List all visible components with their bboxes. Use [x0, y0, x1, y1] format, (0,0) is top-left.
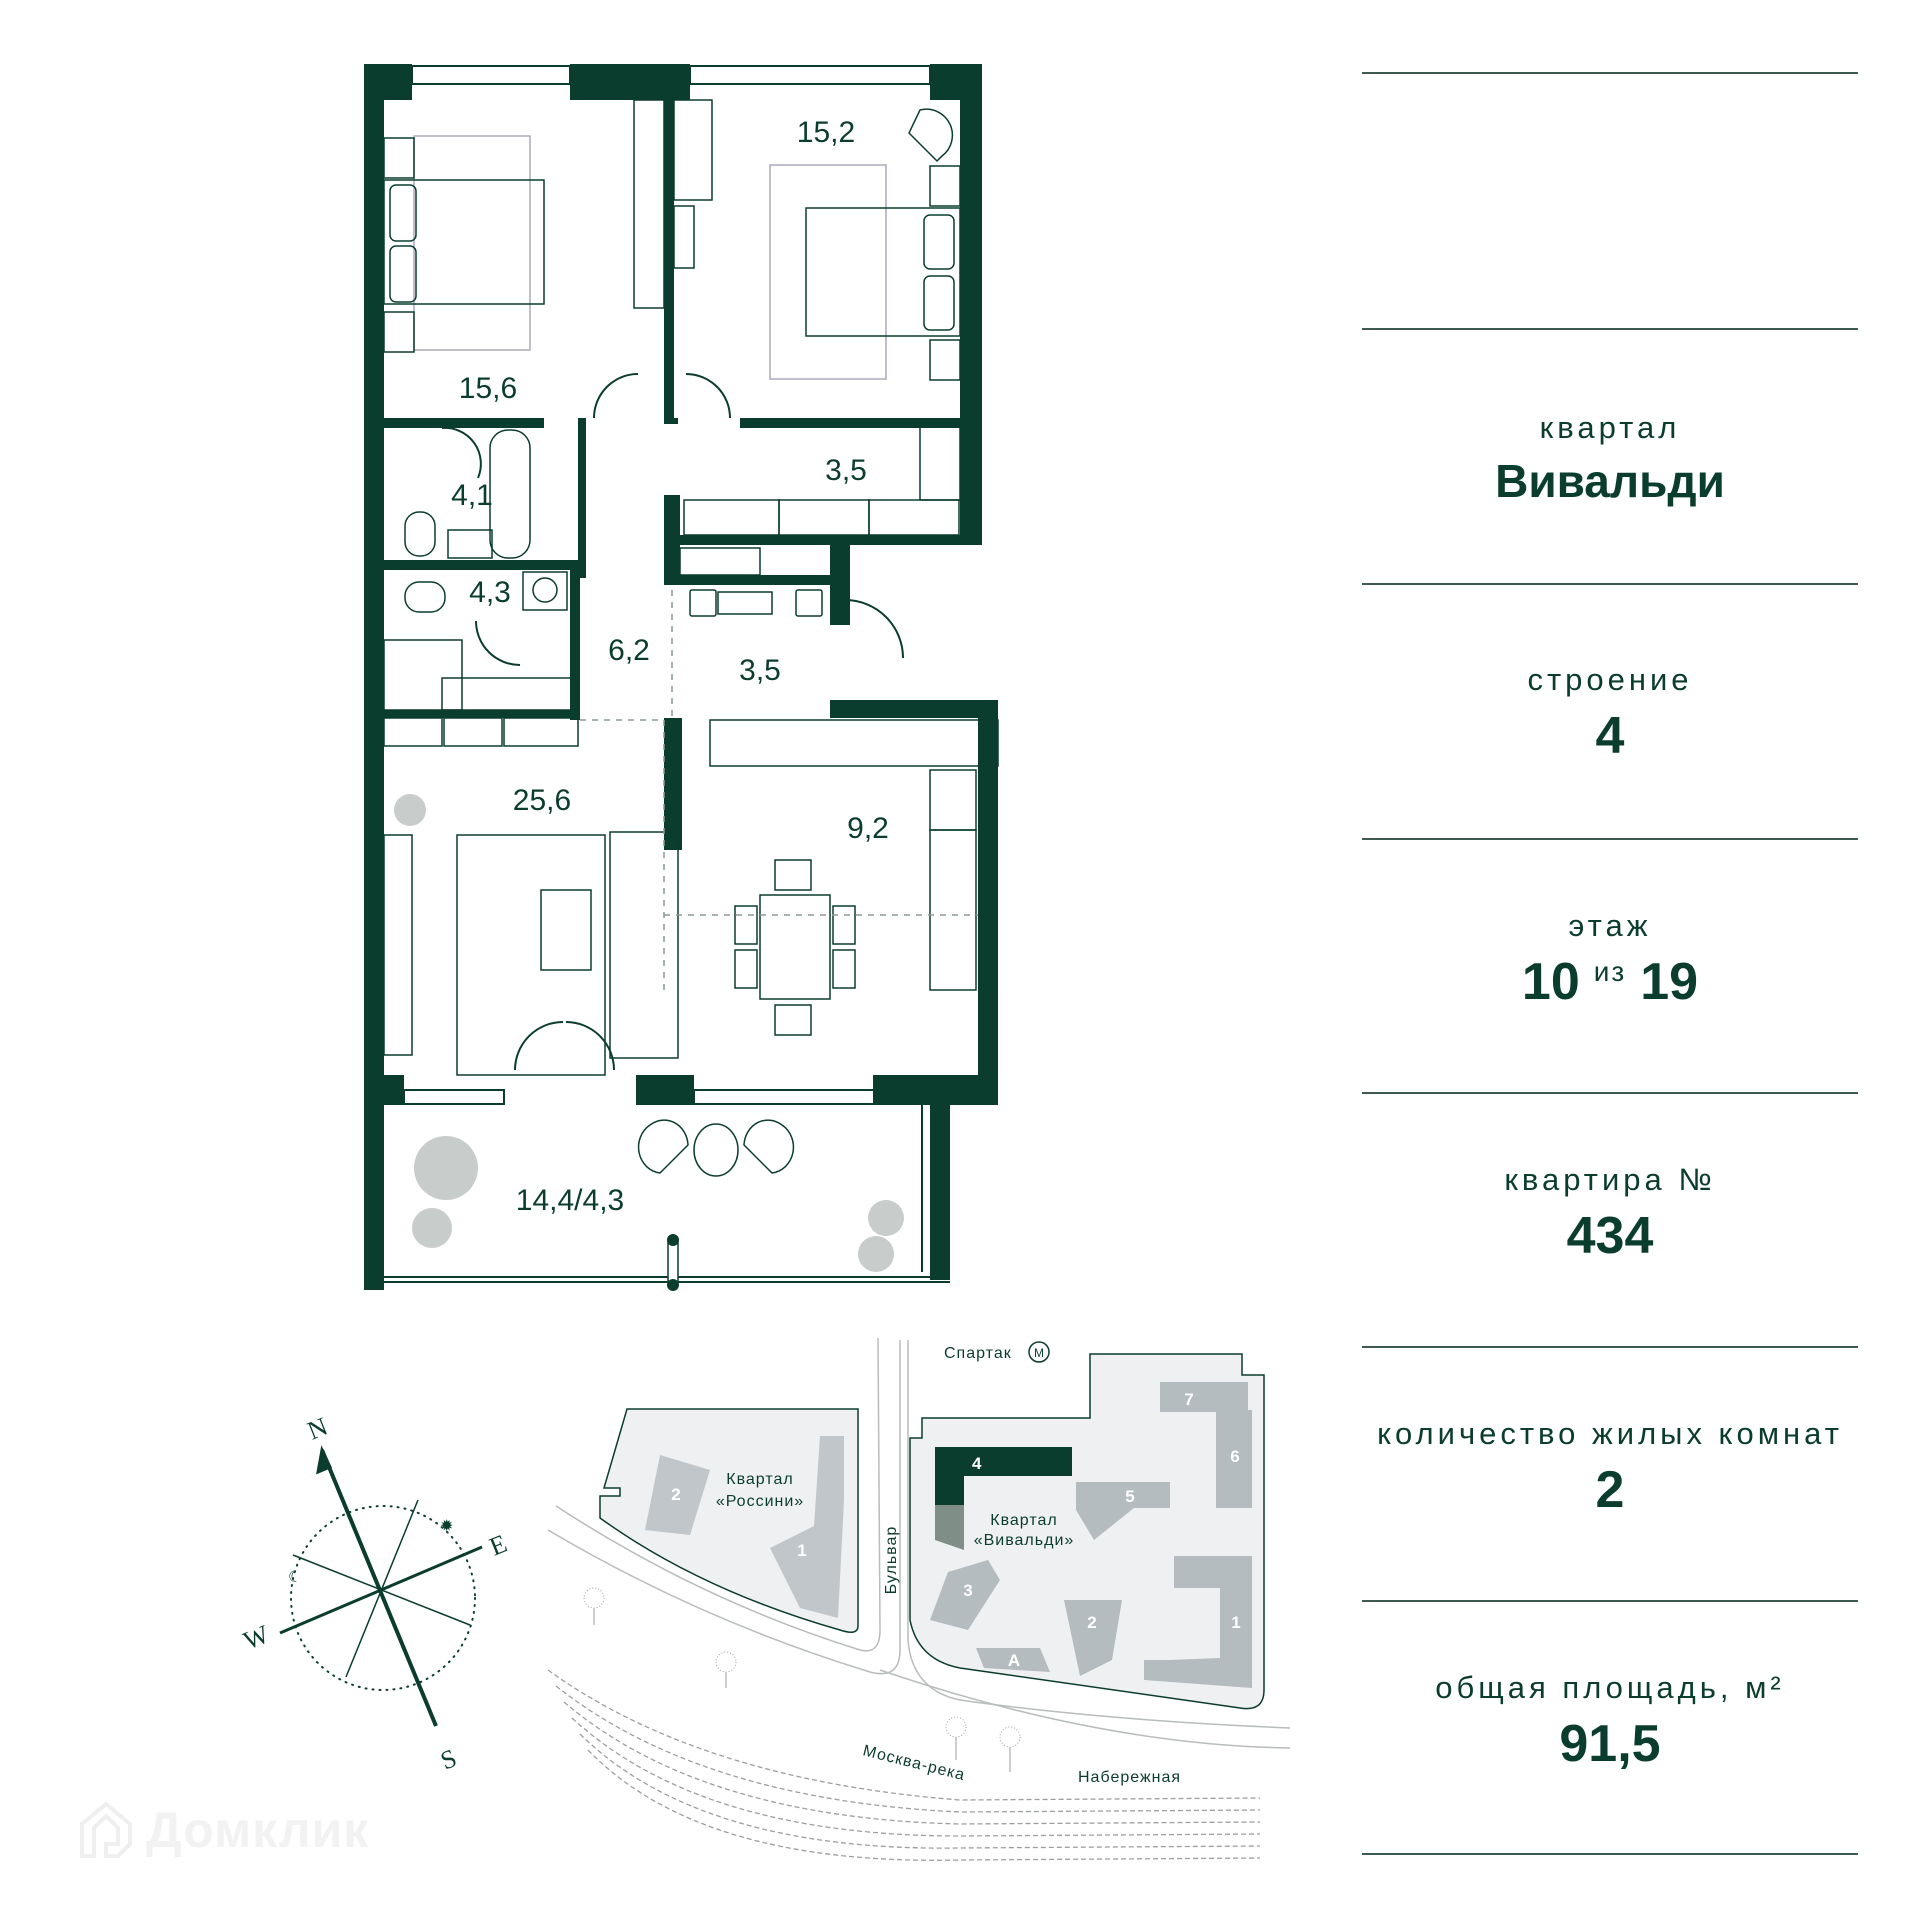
compass-west: W — [239, 1619, 273, 1655]
building-value: 4 — [1595, 707, 1625, 765]
floor-label: этаж — [1568, 908, 1652, 943]
compass-south: S — [436, 1743, 460, 1775]
floor-value: 10 из 19 — [1362, 952, 1858, 1012]
rooms-count-label: количество жилых комнат — [1377, 1416, 1843, 1451]
metro-station-label: Спартак — [944, 1345, 1012, 1362]
vivaldi-building-5-label: 5 — [1125, 1487, 1134, 1506]
vivaldi-building-4-section — [935, 1505, 964, 1550]
room-area-bedroom-2: 15,2 — [797, 116, 855, 149]
rossini-building-2 — [645, 1455, 710, 1535]
vivaldi-building-4-label: 4 — [972, 1454, 982, 1473]
vivaldi-title-line2: «Вивальди» — [974, 1532, 1075, 1549]
rossini-building-1-label: 1 — [797, 1541, 806, 1560]
building-info: строение 4 — [1362, 662, 1858, 766]
compass: N E S W ✹ ☾ — [239, 1412, 511, 1776]
vivaldi-buildings — [930, 1382, 1252, 1688]
vivaldi-building-4-highlighted[interactable] — [935, 1447, 1072, 1505]
apartment-number-info: квартира № 434 — [1362, 1162, 1858, 1266]
quarter-info: квартал Вивальди — [1362, 410, 1858, 508]
rooms-count-info: количество жилых комнат 2 — [1362, 1416, 1858, 1520]
rossini-building-2-label: 2 — [671, 1485, 680, 1504]
moon-icon: ☾ — [288, 1569, 302, 1586]
embankment-label: Набережная — [1078, 1769, 1181, 1786]
rossini-buildings — [645, 1436, 844, 1618]
house-logo-icon — [80, 1801, 132, 1858]
total-area-value: 91,5 — [1559, 1715, 1661, 1773]
quarter-vivaldi — [909, 1353, 1265, 1710]
vivaldi-building-a — [976, 1648, 1050, 1672]
compass-north: N — [303, 1412, 331, 1446]
floor-total: 19 — [1640, 953, 1699, 1011]
room-area-terrace: 14,4/4,3 — [516, 1184, 624, 1217]
domclick-watermark: Домклик — [78, 1800, 369, 1860]
vivaldi-building-a-label: А — [1008, 1651, 1020, 1670]
compass-east: E — [485, 1529, 511, 1562]
river-waves — [547, 1669, 1261, 1861]
quarter-value: Вивальди — [1495, 455, 1725, 507]
floor-current: 10 — [1521, 953, 1580, 1011]
room-area-toilet: 4,3 — [469, 576, 511, 609]
roads — [547, 1337, 1291, 1749]
divider — [1362, 583, 1858, 585]
sun-icon: ✹ — [440, 1518, 453, 1535]
room-area-entrance: 3,5 — [739, 654, 781, 687]
room-area-wardrobe: 3,5 — [825, 454, 867, 487]
quarter-label: квартал — [1539, 410, 1681, 445]
rossini-building-1 — [770, 1436, 844, 1618]
doors — [441, 373, 904, 1071]
vivaldi-building-5 — [1076, 1482, 1170, 1540]
divider — [1362, 1092, 1858, 1094]
divider — [1362, 1600, 1858, 1602]
room-area-hall: 6,2 — [608, 634, 650, 667]
vivaldi-building-1 — [1144, 1556, 1252, 1688]
walls — [364, 64, 998, 1290]
north-arrow-head-icon — [316, 1445, 333, 1475]
vivaldi-building-1-label: 1 — [1231, 1613, 1240, 1632]
river-label: Москва-река — [861, 1742, 967, 1784]
boulevard-label: Бульвар — [883, 1526, 900, 1595]
trees — [583, 1587, 1021, 1772]
room-area-kitchen: 9,2 — [847, 812, 889, 845]
rooms-count-value: 2 — [1595, 1461, 1625, 1519]
metro-icon — [1028, 1341, 1050, 1363]
divider — [1362, 72, 1858, 74]
floor-of: из — [1593, 956, 1627, 987]
divider — [1362, 1346, 1858, 1348]
metro-icon-letter: М — [1034, 1346, 1044, 1360]
watermark-text: Домклик — [146, 1802, 370, 1858]
rossini-title-line2: «Россини» — [716, 1493, 804, 1510]
site-map: 2 1 Квартал «Россини» Бульвар 4 7 6 5 1 … — [547, 1337, 1291, 1861]
room-area-living-room: 25,6 — [513, 784, 571, 817]
terrace-post — [667, 1234, 679, 1291]
floor-info: этаж 10 из 19 — [1362, 908, 1858, 1012]
vivaldi-building-3-label: 3 — [963, 1581, 972, 1600]
apartment-number-value: 434 — [1566, 1207, 1654, 1265]
rossini-title-line1: Квартал — [726, 1471, 793, 1488]
north-south-arrow — [320, 1449, 438, 1727]
vivaldi-building-3 — [930, 1560, 1000, 1630]
total-area-info: общая площадь, м² 91,5 — [1362, 1670, 1858, 1774]
building-label: строение — [1527, 662, 1693, 697]
plants — [394, 794, 904, 1272]
vivaldi-building-2-label: 2 — [1087, 1613, 1096, 1632]
windows — [364, 65, 950, 1283]
total-area-label: общая площадь, м² — [1435, 1670, 1785, 1705]
vivaldi-building-2 — [1064, 1600, 1122, 1676]
vivaldi-building-6-label: 6 — [1230, 1447, 1239, 1466]
vivaldi-building-7-6 — [1160, 1382, 1252, 1508]
apartment-number-label: квартира № — [1504, 1162, 1716, 1197]
divider — [1362, 328, 1858, 330]
divider — [1362, 1853, 1858, 1855]
vivaldi-title-line1: Квартал — [990, 1512, 1057, 1529]
floor-plan: 15,6 15,2 4,1 3,5 4,3 6,2 3,5 25,6 9,2 1… — [364, 64, 999, 1291]
room-area-bedroom-1: 15,6 — [459, 372, 517, 405]
room-area-bathroom: 4,1 — [451, 479, 493, 512]
zone-dividers — [580, 590, 978, 990]
vivaldi-building-7-label: 7 — [1184, 1390, 1193, 1409]
divider — [1362, 838, 1858, 840]
furniture — [383, 99, 999, 1286]
